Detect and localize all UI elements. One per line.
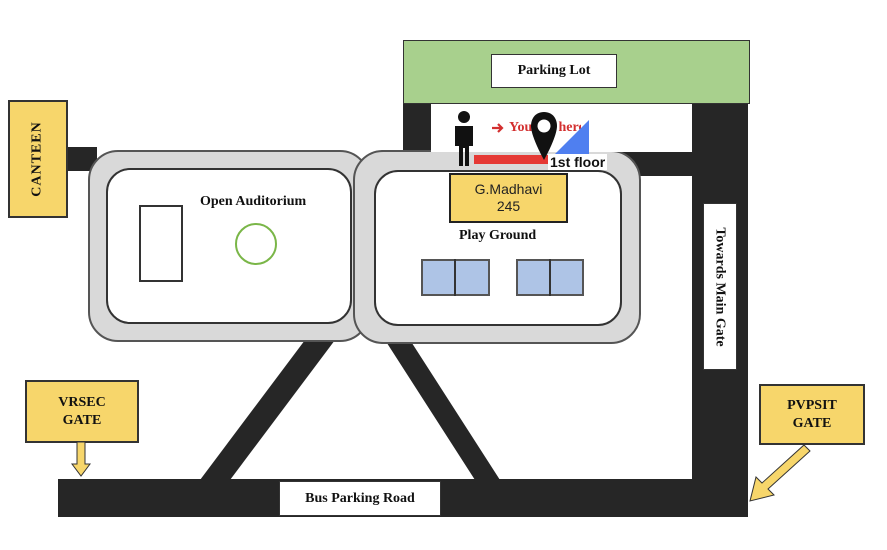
parking-lot-label: Parking Lot xyxy=(491,54,617,88)
entrance-area xyxy=(431,104,692,152)
towards-main-gate-label: Towards Main Gate xyxy=(703,203,737,370)
bus-parking-road-label: Bus Parking Road xyxy=(279,481,441,516)
auditorium-circle xyxy=(235,223,277,265)
vrsec-gate-label: VRSEC GATE xyxy=(25,380,139,443)
canteen-label: CANTEEN xyxy=(8,100,68,218)
room-name: G.Madhavi xyxy=(474,181,543,197)
room-info-box: G.Madhavi 245 xyxy=(449,173,568,223)
stage-rectangle xyxy=(139,205,183,282)
floor-label: 1st floor xyxy=(548,154,608,170)
pvpsit-arrow-icon xyxy=(749,444,811,502)
canteen-text: CANTEEN xyxy=(30,121,45,197)
parking-left-road xyxy=(403,102,431,158)
direction-triangle-icon xyxy=(553,120,589,156)
pvpsit-gate-label: PVPSIT GATE xyxy=(759,384,865,445)
court-left-divider xyxy=(454,259,456,296)
towards-main-gate-text: Towards Main Gate xyxy=(713,226,728,347)
person-icon xyxy=(455,111,473,166)
open-auditorium-title: Open Auditorium xyxy=(200,194,307,209)
court-right-divider xyxy=(549,259,551,296)
map-pin-icon xyxy=(531,112,557,160)
arrow-right-icon xyxy=(492,123,504,133)
play-ground-title: Play Ground xyxy=(459,228,537,243)
route-line xyxy=(474,155,548,164)
down-arrow-icon xyxy=(71,442,91,477)
room-number: 245 xyxy=(496,198,521,214)
